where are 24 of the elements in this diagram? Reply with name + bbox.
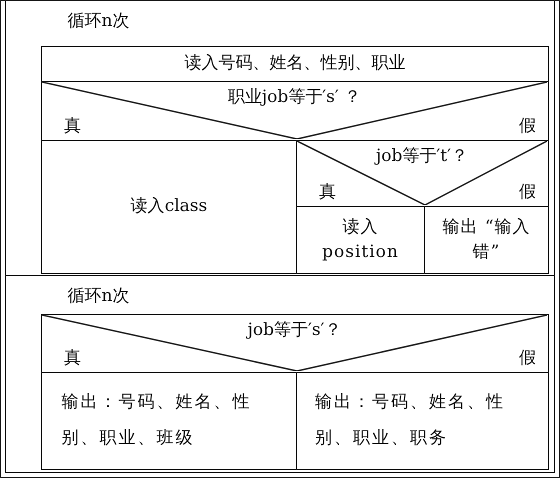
loop-block (4, 274, 554, 472)
false-label: 假 (519, 114, 536, 138)
statement-text: 输出 “输入错” (441, 216, 532, 264)
statement-text: 读入class (130, 195, 208, 218)
statement-text: 读入号码、姓名、性别、职业 (184, 52, 406, 76)
condition-text: 职业job等于′s′ ？ (226, 86, 362, 109)
true-label: 真 (319, 180, 336, 204)
false-label: 假 (519, 180, 536, 204)
condition-text: job等于′t′？ (373, 145, 469, 168)
statement-block (296, 372, 549, 470)
condition-text: job等于′s′？ (245, 319, 342, 342)
statement-text: 输出：号码、姓名、性别、职业、职务 (315, 391, 506, 450)
true-label: 真 (64, 114, 81, 138)
statement-block (41, 372, 297, 470)
loop-block (4, 0, 554, 276)
statement-block (41, 140, 297, 274)
statement-block (424, 206, 549, 274)
false-label: 假 (519, 346, 536, 370)
statement-text: 输出：号码、姓名、性别、职业、班级 (62, 391, 252, 450)
loop-label: 循环n次 (68, 284, 130, 308)
loop-label: 循环n次 (68, 10, 130, 32)
statement-block (41, 46, 549, 82)
statement-text: 读入 position (321, 216, 400, 264)
true-label: 真 (64, 346, 81, 370)
